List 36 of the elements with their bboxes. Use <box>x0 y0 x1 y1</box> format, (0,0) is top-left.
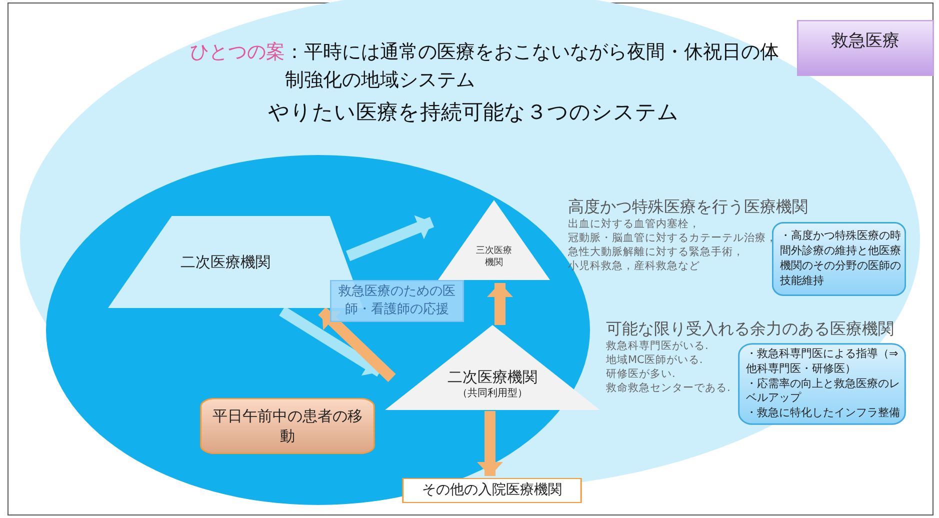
block-arrow <box>487 283 513 325</box>
triangle-shape <box>385 325 600 410</box>
triangle-shape <box>438 200 550 280</box>
process-box <box>402 478 582 503</box>
title-prefix: ひとつの案 <box>190 40 285 65</box>
node-text: 二次医療機関 <box>446 366 538 387</box>
section-heading: 可能な限り受入れる余力のある医療機関 <box>606 319 894 340</box>
description-text: 冠動脈・脳血管に対するカテーテル治療， <box>568 231 777 245</box>
node-text: その他の入院医療機関 <box>422 481 562 500</box>
node-text: 平日午前中の患者の移動 <box>212 406 362 446</box>
description-text: 研修医が多い. <box>606 367 676 381</box>
description-text: 出血に対する血管内塞栓， <box>568 217 700 231</box>
description-text: 急性大動脈解離に対する緊急手術， <box>568 245 744 259</box>
section-heading: 高度かつ特殊医療を行う医療機関 <box>568 197 808 218</box>
callout-box <box>330 280 464 322</box>
node-text: ・応需率の向上と救急医療のレベルアップ <box>746 376 901 406</box>
description-text: 救命救急センターである. <box>606 381 730 395</box>
node-text: 三次医療機関 <box>475 244 513 270</box>
block-arrow <box>477 411 503 476</box>
description-text: 救急科専門医がいる. <box>606 339 708 353</box>
node-text: 救急医療のための医師・看護師の応援 <box>338 283 456 319</box>
node-text: ・高度かつ特殊医療の時間外診療の維持と他医療機関のその分野の医師の技能維持 <box>780 229 902 289</box>
subtitle: やりたい医療を持続可能な３つのシステム <box>268 99 679 126</box>
block-arrow <box>346 215 434 262</box>
node-text: 救急医療 <box>832 30 900 53</box>
tag-box <box>797 20 934 76</box>
node-text: 二次医療機関 <box>180 252 270 272</box>
node-text: ・救急に特化したインフラ整備 <box>746 406 901 422</box>
block-arrow <box>318 307 396 382</box>
node-text: ・救急科専門医による指導（⇒他科専門医・研修医） <box>746 346 900 377</box>
process-box <box>200 398 375 454</box>
note-box <box>772 222 906 296</box>
title: ：平時には通常の医療をおこないながら夜間・休祝日の体制強化の地域システム <box>285 40 780 93</box>
note-box <box>738 343 906 425</box>
node-text: （共同利用型） <box>456 386 528 400</box>
description-text: 地域MC医師がいる. <box>606 353 703 367</box>
